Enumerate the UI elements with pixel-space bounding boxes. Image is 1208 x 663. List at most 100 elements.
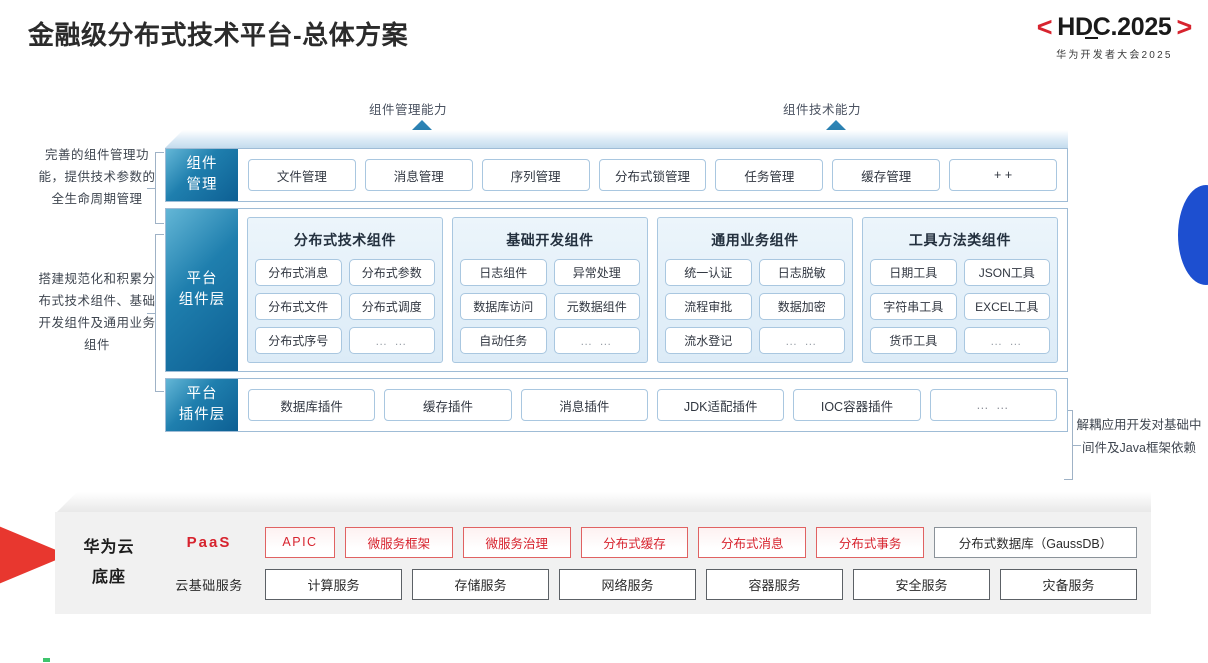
group-title-utility-methods: 工具方法类组件 bbox=[908, 232, 1012, 248]
group-grid-distributed-tech: 分布式消息 分布式参数 分布式文件 分布式调度 分布式序号 … … bbox=[255, 259, 435, 354]
cell-string-tool[interactable]: 字符串工具 bbox=[870, 293, 957, 320]
cloud-base-title-line-2: 底座 bbox=[91, 569, 126, 586]
component-groups: 分布式技术组件 分布式消息 分布式参数 分布式文件 分布式调度 分布式序号 … … bbox=[238, 209, 1067, 371]
cell-distributed-parameter[interactable]: 分布式参数 bbox=[348, 259, 435, 286]
cloud-base-title: 华为云 底座 bbox=[55, 533, 163, 593]
pill-storage-service[interactable]: 存储服务 bbox=[412, 568, 549, 600]
arrow-label-component-management: 组件管理能力 bbox=[369, 103, 448, 117]
cell-distributed-file[interactable]: 分布式文件 bbox=[255, 293, 342, 320]
cell-exception-handling[interactable]: 异常处理 bbox=[553, 259, 640, 286]
layer-body-component-management: 文件管理 消息管理 序列管理 分布式锁管理 任务管理 缓存管理 + + bbox=[238, 149, 1067, 201]
cell-more-general-business[interactable]: … … bbox=[758, 327, 845, 354]
pill-distributed-database-gaussdb[interactable]: 分布式数据库（GaussDB） bbox=[933, 526, 1137, 558]
bracket-plugin-layer bbox=[1064, 410, 1081, 480]
pill-apic[interactable]: APIC bbox=[265, 526, 335, 558]
cell-process-approval[interactable]: 流程审批 bbox=[665, 293, 752, 320]
cell-distributed-message[interactable]: 分布式消息 bbox=[255, 259, 342, 286]
cloud-base-rows: PaaS APIC 微服务框架 微服务治理 分布式缓存 分布式消息 分布式事务 … bbox=[163, 526, 1151, 600]
cloud-base-bevel bbox=[55, 492, 1151, 514]
cell-more-utility-methods[interactable]: … … bbox=[963, 327, 1050, 354]
platform-stack: 组件 管理 文件管理 消息管理 序列管理 分布式锁管理 任务管理 缓存管理 + … bbox=[165, 130, 1068, 432]
side-note-decoupling: 解耦应用开发对基础中间件及Java框架依赖 bbox=[1076, 418, 1202, 455]
pill-container-service[interactable]: 容器服务 bbox=[706, 568, 843, 600]
hdc-logo-word: HDC.2025 bbox=[1057, 13, 1172, 41]
layer-tag-line-2: 插件层 bbox=[178, 407, 226, 423]
chip-more-plugins[interactable]: … … bbox=[929, 389, 1057, 421]
hdc-logo-subtitle: 华为开发者大会2025 bbox=[1056, 50, 1173, 61]
cloud-base-panel: 华为云 底座 PaaS APIC 微服务框架 微服务治理 分布式缓存 分布式消息… bbox=[55, 512, 1151, 614]
layer-tag-line-2: 管理 bbox=[186, 177, 218, 193]
bracket-component-management bbox=[147, 152, 164, 224]
group-title-general-business: 通用业务组件 bbox=[711, 232, 799, 248]
cloud-row-paas: PaaS APIC 微服务框架 微服务治理 分布式缓存 分布式消息 分布式事务 … bbox=[163, 526, 1137, 558]
layer-tag-line-1: 平台 bbox=[186, 386, 218, 402]
cloud-base-title-line-1: 华为云 bbox=[83, 539, 135, 556]
hdc-underline bbox=[1085, 37, 1099, 39]
chip-sequence-management[interactable]: 序列管理 bbox=[481, 159, 590, 191]
right-bracket-icon: > bbox=[1176, 12, 1193, 42]
cloud-row-cloud-basic-services: 云基础服务 计算服务 存储服务 网络服务 容器服务 安全服务 灾备服务 bbox=[163, 568, 1137, 600]
cell-distributed-scheduling[interactable]: 分布式调度 bbox=[348, 293, 435, 320]
cell-excel-tool[interactable]: EXCEL工具 bbox=[963, 293, 1050, 320]
chip-cache-plugin[interactable]: 缓存插件 bbox=[384, 389, 512, 421]
pill-microservice-framework[interactable]: 微服务框架 bbox=[345, 526, 453, 558]
layer-platform-plugins: 平台 插件层 数据库插件 缓存插件 消息插件 JDK适配插件 IOC容器插件 …… bbox=[165, 378, 1068, 432]
chip-task-management[interactable]: 任务管理 bbox=[715, 159, 824, 191]
green-marker-decoration bbox=[43, 658, 50, 662]
chip-distributed-lock-management[interactable]: 分布式锁管理 bbox=[598, 159, 707, 191]
cell-metadata-component[interactable]: 元数据组件 bbox=[553, 293, 640, 320]
layer-component-management: 组件 管理 文件管理 消息管理 序列管理 分布式锁管理 任务管理 缓存管理 + … bbox=[165, 148, 1068, 202]
group-utility-methods: 工具方法类组件 日期工具 JSON工具 字符串工具 EXCEL工具 货币工具 …… bbox=[862, 217, 1058, 363]
group-title-basic-development: 基础开发组件 bbox=[506, 232, 594, 248]
layer-platform-components: 平台 组件层 分布式技术组件 分布式消息 分布式参数 分布式文件 分布式调度 分… bbox=[165, 208, 1068, 372]
cell-date-tool[interactable]: 日期工具 bbox=[870, 259, 957, 286]
group-general-business: 通用业务组件 统一认证 日志脱敏 流程审批 数据加密 流水登记 … … bbox=[657, 217, 853, 363]
cell-currency-tool[interactable]: 货币工具 bbox=[870, 327, 957, 354]
pill-distributed-cache[interactable]: 分布式缓存 bbox=[580, 526, 689, 558]
group-grid-basic-development: 日志组件 异常处理 数据库访问 元数据组件 自动任务 … … bbox=[460, 259, 640, 354]
cell-more-basic-development[interactable]: … … bbox=[553, 327, 640, 354]
cell-transaction-registration[interactable]: 流水登记 bbox=[665, 327, 752, 354]
chip-message-plugin[interactable]: 消息插件 bbox=[520, 389, 648, 421]
hdc-logo: < HDC.2025 > 华为开发者大会2025 bbox=[1037, 12, 1193, 62]
cell-log-desensitization[interactable]: 日志脱敏 bbox=[758, 259, 845, 286]
layer-tag-platform-components: 平台 组件层 bbox=[166, 209, 238, 371]
layer-tag-line-1: 组件 bbox=[186, 156, 218, 172]
chip-message-management[interactable]: 消息管理 bbox=[364, 159, 473, 191]
group-grid-general-business: 统一认证 日志脱敏 流程审批 数据加密 流水登记 … … bbox=[665, 259, 845, 354]
layer-tag-platform-plugins: 平台 插件层 bbox=[166, 379, 238, 431]
pill-network-service[interactable]: 网络服务 bbox=[559, 568, 696, 600]
cell-more-distributed-tech[interactable]: … … bbox=[348, 327, 435, 354]
pill-compute-service[interactable]: 计算服务 bbox=[265, 568, 402, 600]
pill-microservice-governance[interactable]: 微服务治理 bbox=[462, 526, 571, 558]
hdc-logo-main: < HDC.2025 > bbox=[1037, 12, 1193, 42]
side-note-platform-components: 搭建规范化和积累分布式技术组件、基础开发组件及通用业务组件 bbox=[38, 272, 156, 352]
hdc-logo-text: HDC.2025 bbox=[1057, 13, 1172, 41]
chip-database-plugin[interactable]: 数据库插件 bbox=[248, 389, 376, 421]
pill-security-service[interactable]: 安全服务 bbox=[853, 568, 990, 600]
row-label-paas: PaaS bbox=[186, 533, 232, 551]
layer-tag-line-2: 组件层 bbox=[178, 292, 226, 308]
chip-file-management[interactable]: 文件管理 bbox=[248, 159, 356, 191]
group-distributed-tech: 分布式技术组件 分布式消息 分布式参数 分布式文件 分布式调度 分布式序号 … … bbox=[247, 217, 443, 363]
pill-disaster-recovery-service[interactable]: 灾备服务 bbox=[1000, 568, 1137, 600]
cell-log-component[interactable]: 日志组件 bbox=[460, 259, 547, 286]
cell-json-tool[interactable]: JSON工具 bbox=[963, 259, 1050, 286]
layer-body-platform-plugins: 数据库插件 缓存插件 消息插件 JDK适配插件 IOC容器插件 … … bbox=[238, 379, 1067, 431]
stack-bevel-top bbox=[165, 130, 1068, 148]
cell-database-access[interactable]: 数据库访问 bbox=[460, 293, 547, 320]
group-title-distributed-tech: 分布式技术组件 bbox=[293, 232, 397, 248]
chip-more[interactable]: + + bbox=[949, 159, 1058, 191]
pill-distributed-transaction[interactable]: 分布式事务 bbox=[816, 526, 924, 558]
chip-jdk-adapter-plugin[interactable]: JDK适配插件 bbox=[656, 389, 785, 421]
cell-automatic-task[interactable]: 自动任务 bbox=[460, 327, 547, 354]
chip-cache-management[interactable]: 缓存管理 bbox=[832, 159, 941, 191]
side-note-component-management: 完善的组件管理功能，提供技术参数的全生命周期管理 bbox=[38, 148, 156, 206]
chip-ioc-container-plugin[interactable]: IOC容器插件 bbox=[793, 389, 921, 421]
cell-unified-authentication[interactable]: 统一认证 bbox=[665, 259, 752, 286]
layer-tag-line-1: 平台 bbox=[186, 271, 218, 287]
pill-distributed-message[interactable]: 分布式消息 bbox=[698, 526, 807, 558]
group-basic-development: 基础开发组件 日志组件 异常处理 数据库访问 元数据组件 自动任务 … … bbox=[452, 217, 648, 363]
cell-distributed-sequence[interactable]: 分布式序号 bbox=[255, 327, 342, 354]
cell-data-encryption[interactable]: 数据加密 bbox=[758, 293, 845, 320]
